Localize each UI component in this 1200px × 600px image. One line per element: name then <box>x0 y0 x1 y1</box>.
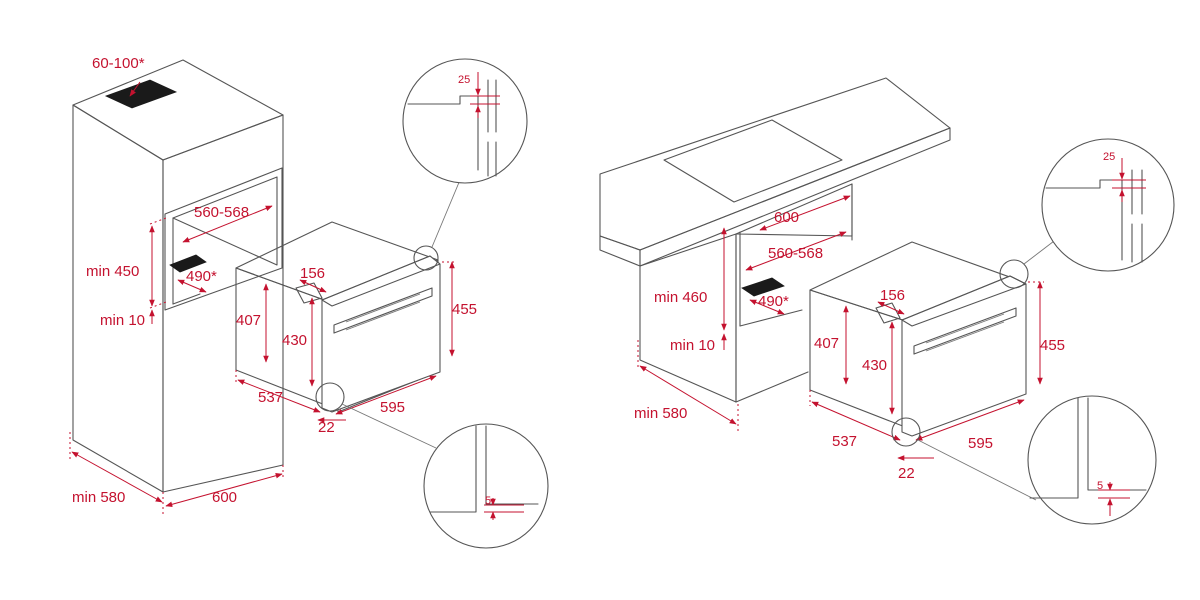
right-detail-top-gap: 25 <box>1103 151 1115 163</box>
dim-niche-width: 560-568 <box>194 204 249 221</box>
dim-oven-depth: 537 <box>258 389 283 406</box>
dim-oven-front-offset: 22 <box>318 419 335 436</box>
left-oven <box>235 221 441 413</box>
dim-niche-gap: min 10 <box>100 312 145 329</box>
dim-oven-front-depth: 156 <box>300 265 325 282</box>
dim-cabinet-width: 600 <box>212 489 237 506</box>
dim-right-oven-front-depth: 156 <box>880 287 905 304</box>
right-oven <box>809 241 1027 437</box>
dim-right-niche-width: 560-568 <box>768 245 823 262</box>
dim-right-oven-width: 595 <box>968 435 993 452</box>
right-detail-bottom-gap: 5 <box>1097 480 1103 492</box>
right-niche-vent-opening <box>741 277 785 297</box>
dim-counter-width: 600 <box>774 209 799 226</box>
dim-niche-height: min 450 <box>86 263 139 280</box>
left-top-detail: 25 <box>402 58 528 271</box>
right-cabinet-dimensions: 600 560-568 490* min 460 min 10 min 580 <box>634 195 851 432</box>
left-oven-dimensions: 407 430 156 455 537 595 22 <box>235 261 477 436</box>
dim-right-cabinet-depth: min 580 <box>634 405 687 422</box>
hob <box>663 119 843 203</box>
counter-cabinet <box>599 77 951 403</box>
dim-oven-inner-height: 430 <box>282 332 307 349</box>
dim-right-niche-height: min 460 <box>654 289 707 306</box>
dim-oven-front-height: 455 <box>452 301 477 318</box>
dim-right-oven-front-height: 455 <box>1040 337 1065 354</box>
dim-right-oven-inner-height: 430 <box>862 357 887 374</box>
dim-vent-opening: 490* <box>186 268 217 285</box>
detail-top-gap: 25 <box>458 74 470 86</box>
right-bottom-detail: 5 <box>891 395 1157 525</box>
dim-right-niche-gap: min 10 <box>670 337 715 354</box>
right-top-detail: 25 <box>999 138 1175 289</box>
dim-right-oven-depth: 537 <box>832 433 857 450</box>
niche-vent-opening <box>169 254 207 273</box>
left-cabinet-dimensions: 60-100* min 450 min 10 560-568 490* min … <box>69 55 284 515</box>
dim-oven-body-height: 407 <box>236 312 261 329</box>
top-vent-opening <box>104 79 178 109</box>
right-oven-dimensions: 407 430 156 455 537 595 22 <box>809 281 1065 482</box>
left-bottom-detail: 5 <box>315 382 549 549</box>
dim-right-oven-front-offset: 22 <box>898 465 915 482</box>
dim-vent-top: 60-100* <box>92 55 145 72</box>
detail-bottom-gap: 5 <box>485 495 491 507</box>
dim-cabinet-depth: min 580 <box>72 489 125 506</box>
dim-oven-width: 595 <box>380 399 405 416</box>
oven-niche <box>164 167 283 311</box>
dim-right-vent-opening: 490* <box>758 293 789 310</box>
dim-right-oven-body-height: 407 <box>814 335 839 352</box>
